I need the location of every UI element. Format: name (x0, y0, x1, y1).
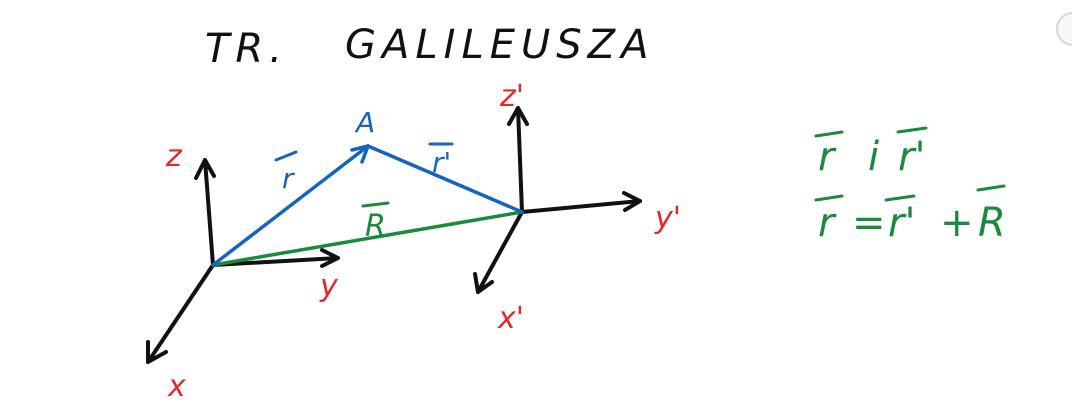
vector-R-line (211, 210, 524, 267)
eq2-equals: = (852, 200, 886, 246)
axis-y-label: y (319, 269, 339, 304)
axis-x-arrowhead (146, 340, 168, 364)
eq1-term-a-overbar (814, 130, 844, 138)
axis-z-prime-label: z' (499, 79, 524, 114)
axis-z-prime (516, 106, 524, 214)
eq1-term-b: r' (898, 134, 925, 180)
axis-x (146, 263, 215, 364)
vector-R-label: R (365, 209, 386, 244)
title-prefix: TR. (205, 26, 288, 72)
eq2-lhs: r (818, 200, 837, 246)
vector-r-overbar (274, 150, 298, 162)
eq2-lhs-overbar (814, 194, 844, 202)
frame-unprimed: z y x (146, 139, 340, 404)
eq2-term-1-overbar (884, 194, 916, 202)
title-name: GALILEUSZA (345, 22, 654, 68)
axis-y-prime (520, 199, 642, 214)
vector-r: r (211, 144, 370, 267)
axis-x-label: x (167, 369, 186, 404)
title-group: TR. GALILEUSZA (205, 22, 654, 72)
axis-z-label: z (165, 139, 183, 174)
equations: r i r' r = r' + R (814, 126, 1006, 246)
vector-r-prime-label: r' (432, 146, 451, 179)
vector-r-line (211, 144, 370, 267)
eq2-term-1: r' (888, 200, 915, 246)
vector-R-overbar (361, 201, 390, 208)
axis-z-arrowhead (194, 158, 216, 180)
axis-z (203, 158, 215, 267)
axis-x-prime (476, 210, 524, 294)
axis-y-arrowhead (320, 248, 340, 268)
eq1-term-a: r (818, 134, 837, 180)
equation-line-1: r i r' (814, 126, 928, 180)
axis-z-prime-arrowhead (507, 106, 529, 126)
point-A: A (354, 106, 375, 139)
axis-y (211, 256, 340, 267)
axis-y-prime-label: y' (654, 201, 681, 236)
equation-line-2: r = r' + R (814, 184, 1006, 246)
eq1-term-b-overbar (896, 126, 928, 134)
eq2-term-2-overbar (976, 184, 1006, 192)
eq2-plus: + (940, 200, 974, 246)
axis-x-prime-label: x' (497, 301, 524, 336)
eq1-separator: i (868, 134, 879, 180)
vector-r-prime: r' (366, 142, 524, 214)
vector-R: R (211, 201, 524, 267)
eq2-term-2: R (978, 200, 1006, 246)
vector-r-label: r (282, 162, 295, 195)
frame-primed: z' y' x' (473, 79, 681, 336)
vector-r-prime-line (366, 144, 524, 214)
point-A-label: A (354, 106, 375, 139)
axis-x-prime-arrowhead (473, 272, 494, 294)
axis-y-prime-arrowhead (622, 191, 642, 212)
